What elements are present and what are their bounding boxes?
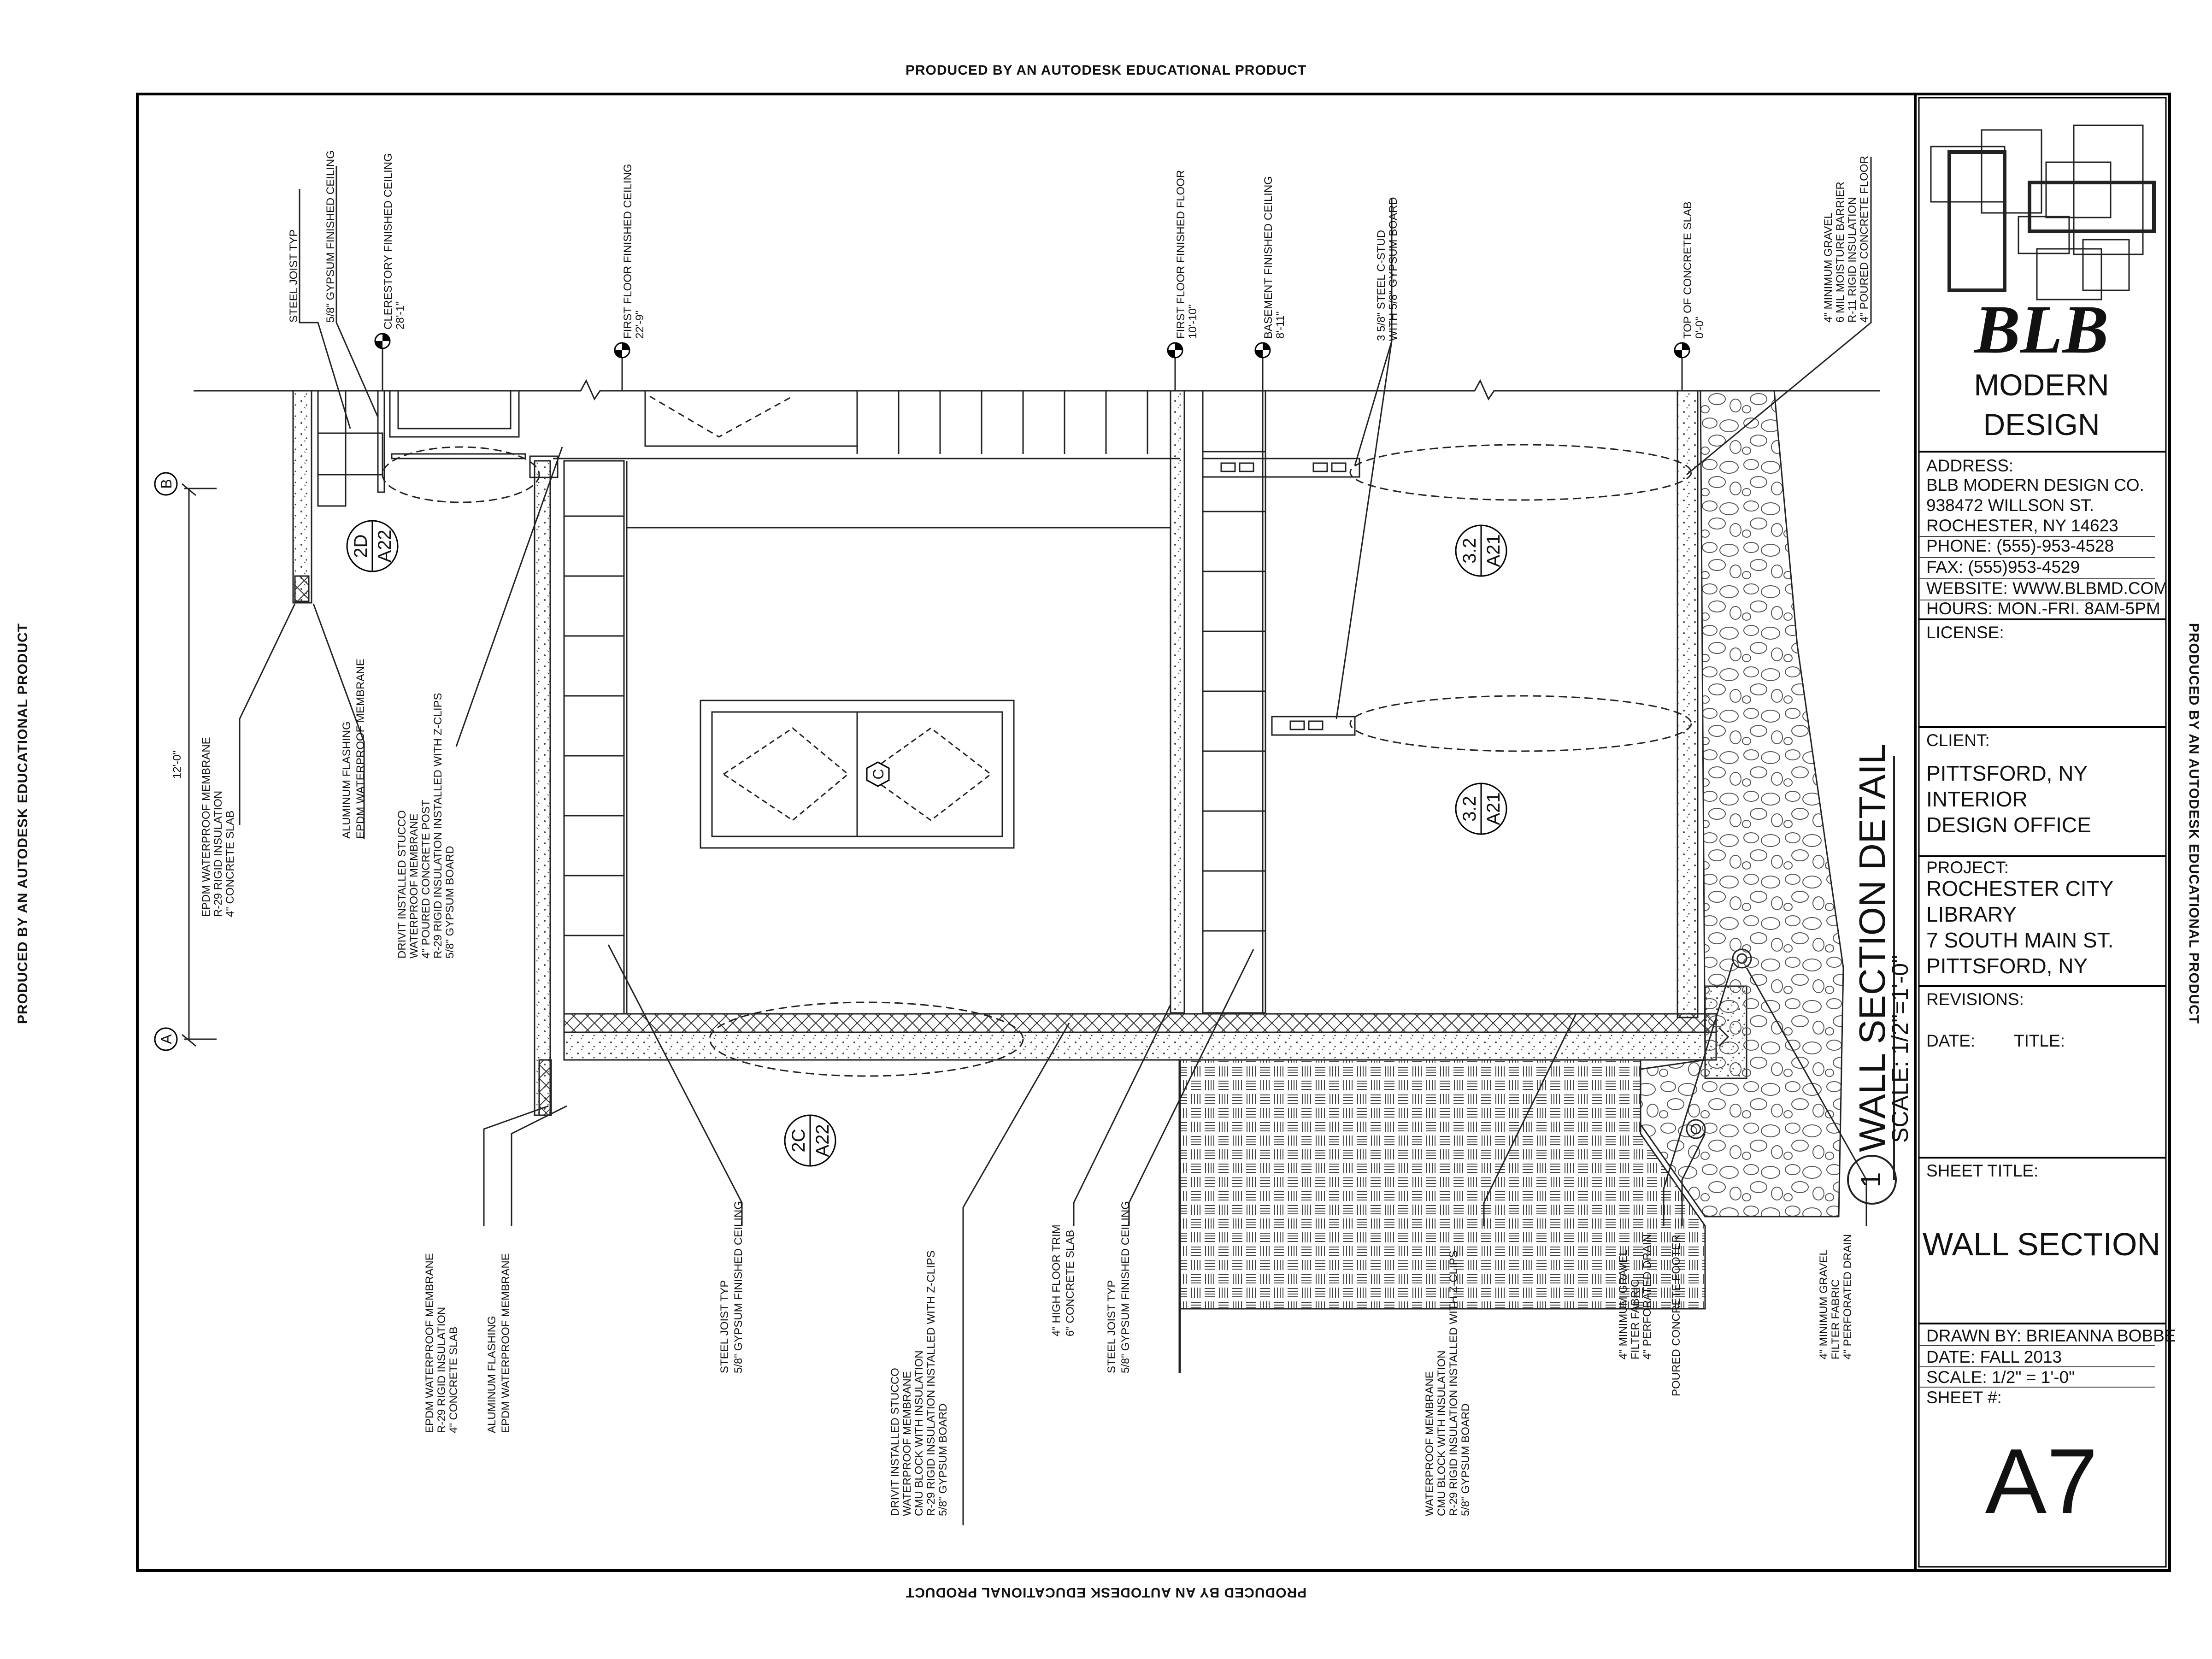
title-block-inner [1918,97,2167,1568]
company-name-line2: DESIGN [1983,407,2100,441]
svg-text:A: A [158,1034,175,1044]
project-line-2: LIBRARY [1926,902,2017,926]
phone: PHONE: (555)-953-4528 [1926,536,2114,555]
parapet-wall [292,390,312,604]
svg-text:A22: A22 [812,1124,833,1157]
svg-text:B: B [158,479,175,488]
elevation-label: TOP OF CONCRETE SLAB0'-0" [1682,201,1706,339]
foundation-wall [1677,390,1699,1018]
elevation-label: CLERESTORY FINISHED CEILING28'-1" [382,153,406,329]
svg-text:A21: A21 [1483,534,1504,567]
svg-text:2C: 2C [788,1129,809,1152]
drawing-scale: SCALE: 1/2"=1'-0" [1887,955,1913,1143]
logo-graphic [1930,124,2156,300]
revisions-title-column: TITLE: [2014,1031,2065,1050]
note-bottom: 4" MINIMUM GRAVELFILTER FABRIC4" PERFORA… [1617,1234,1653,1359]
svg-text:C: C [870,769,887,779]
sheet-title: WALL SECTION [1922,1226,2160,1262]
project-line-4: PITTSFORD, NY [1926,954,2088,978]
address-line-3: ROCHESTER, NY 14623 [1926,516,2118,535]
gravel-backfill [1640,390,1844,1218]
clerestory-window [389,390,520,438]
callout-3-2-a21-upper: 3.2 A21 [1455,524,1507,577]
perforated-drain-lower [1686,1119,1706,1139]
date: DATE: FALL 2013 [1926,1347,2062,1366]
c-stud-lower [1271,716,1356,736]
sheet-title-label: SHEET TITLE: [1926,1161,2039,1180]
watermark-top: PRODUCED BY AN AUTODESK EDUCATIONAL PROD… [905,63,1307,78]
address-line-2: 938472 WILLSON ST. [1926,496,2094,515]
svg-text:3.2: 3.2 [1459,796,1480,822]
note-gypsum-ceiling: 5/8" GYPSUM FINISHED CEILING [324,150,337,323]
note-stucco-post: DRIVIT INSTALLED STUCCOWATERPROOF MEMBRA… [396,693,456,959]
client-line-2: INTERIOR [1926,787,2028,811]
client-line-3: DESIGN OFFICE [1926,813,2091,837]
address-label: ADDRESS: [1926,456,2014,475]
window-tag: C [866,761,890,787]
company-name-line1: MODERN [1974,368,2109,402]
elevation-markers [374,333,1690,359]
project-label: PROJECT: [1926,858,2009,877]
note-bottom: 4" MINIMUM GRAVELFILTER FABRIC4" PERFORA… [1818,1234,1854,1359]
revisions-label: REVISIONS: [1926,990,2024,1009]
sheet-number: A7 [1985,1430,2098,1533]
grid-bubble-b: B [154,472,178,496]
project-line-3: 7 SOUTH MAIN ST. [1926,928,2114,952]
sheet-border [136,93,2171,1572]
hours: HOURS: MON.-FRI. 8AM-5PM [1926,599,2160,618]
svg-text:3.2: 3.2 [1459,538,1480,564]
floor-slab [563,1013,1717,1033]
note-bottom: WATERPROOF MEMBRANECMU BLOCK WITH INSULA… [1424,1250,1472,1516]
sheet-number-label: SHEET #: [1926,1388,2002,1407]
note-bottom: DRIVIT INSTALLED STUCCOWATERPROOF MEMBRA… [889,1250,949,1516]
c-stud-upper [1202,458,1360,478]
interior-wall-center [1170,390,1185,1014]
callout-2c-a22: 2C A22 [784,1114,836,1167]
address-line-1: BLB MODERN DESIGN CO. [1926,476,2144,494]
drawing-title: WALL SECTION DETAIL [1852,744,1893,1152]
svg-text:A21: A21 [1483,792,1504,825]
note-c-stud: 3 5/8" STEEL C-STUDWITH 5/8" GYPSUM BOAR… [1375,197,1400,341]
first-floor-window [700,700,1015,849]
project-line-1: ROCHESTER CITY [1926,877,2114,900]
drawn-by: DRAWN BY: BRIEANNA BOBBE [1926,1326,2176,1345]
note-basement-floor: 4" MINIMUM GRAVEL6 MIL MOISTURE BARRIERR… [1822,156,1871,323]
callout-2d-a22: 2D A22 [346,520,399,572]
scale: SCALE: 1/2" = 1'-0" [1926,1368,2075,1387]
wall-section-drawing [182,157,1897,1525]
exterior-wall-left [534,460,551,1116]
title-block-sections [1919,451,2166,1324]
perforated-drain-upper [1732,948,1752,969]
elevation-label: FIRST FLOOR FINISHED CEILING22'-9" [622,164,646,339]
fax: FAX: (555)953-4529 [1926,558,2080,577]
note-bottom: POURED CONCRETE FOOTER [1670,1235,1683,1396]
note-bottom: EPDM WATERPROOF MEMBRANER-29 RIGID INSUL… [424,1253,460,1433]
svg-text:2D: 2D [351,534,371,558]
elevation-label: FIRST FLOOR FINISHED FLOOR10'-10" [1175,170,1199,339]
drawing-number: 1 [1855,1172,1886,1187]
dimension-12ft: 12'-0" [171,751,183,779]
client-label: CLIENT: [1926,731,1990,750]
note-roof-membrane: EPDM WATERPROOF MEMBRANER-29 RIGID INSUL… [200,737,236,917]
logo-text: BLB [1974,291,2109,368]
website: WEBSITE: WWW.BLBMD.COM [1926,579,2168,598]
break-line-top [194,379,1880,401]
client-line-1: PITTSFORD, NY [1926,761,2088,785]
revisions-date-column: DATE: [1926,1031,1976,1050]
elevation-label: BASEMENT FINISHED CEILING8'-11" [1262,176,1287,339]
section-bubble [1847,1155,1897,1205]
license-label: LICENSE: [1926,623,2004,642]
grid-bubble-a: A [154,1027,178,1051]
svg-text:A22: A22 [375,529,395,562]
callout-3-2-a21-lower: 3.2 A21 [1455,782,1507,835]
note-steel-joist: STEEL JOIST TYP [288,229,300,323]
